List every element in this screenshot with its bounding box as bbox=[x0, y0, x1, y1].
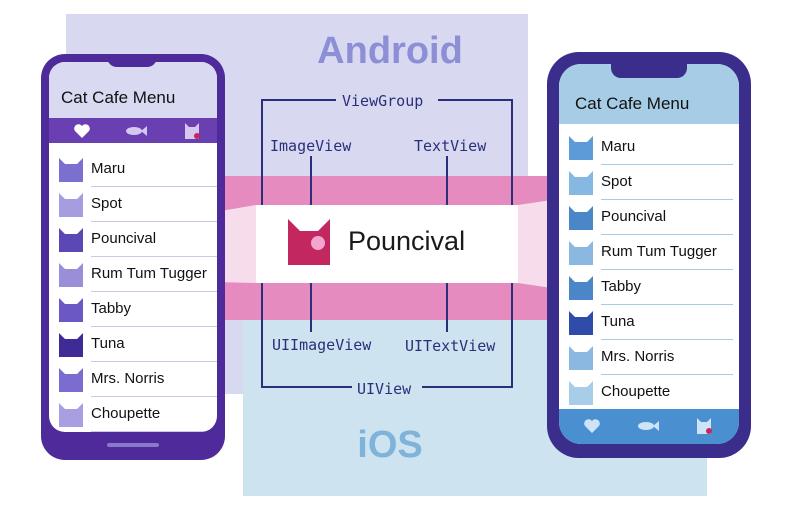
android-app-title: Cat Cafe Menu bbox=[61, 88, 176, 107]
row-divider bbox=[601, 304, 733, 305]
cat-icon bbox=[288, 219, 330, 265]
ios-label: iOS bbox=[357, 424, 423, 466]
uiview-label: UIView bbox=[357, 380, 412, 398]
android-app-bar: Cat Cafe Menu bbox=[49, 62, 217, 118]
fish-icon[interactable] bbox=[637, 417, 659, 435]
imageview-label: ImageView bbox=[270, 137, 352, 155]
cat-name: Mrs. Norris bbox=[601, 348, 675, 365]
cat-avatar-icon bbox=[569, 241, 593, 265]
list-item[interactable]: Spot bbox=[49, 187, 217, 222]
row-divider bbox=[601, 339, 733, 340]
android-home-indicator bbox=[107, 443, 159, 447]
cat-name: Tuna bbox=[91, 335, 125, 352]
cat-name: Spot bbox=[91, 195, 122, 212]
ios-notch bbox=[611, 64, 687, 78]
fish-icon[interactable] bbox=[125, 122, 147, 140]
row-divider bbox=[91, 326, 217, 327]
cat-avatar-icon bbox=[59, 158, 83, 182]
cat-name: Spot bbox=[601, 173, 632, 190]
list-item[interactable]: Pouncival bbox=[559, 200, 733, 235]
list-item[interactable]: Choupette bbox=[559, 375, 733, 410]
row-divider bbox=[91, 431, 217, 432]
cat-avatar-icon bbox=[569, 136, 593, 160]
heart-icon[interactable] bbox=[73, 122, 91, 140]
cat-avatar-icon bbox=[59, 403, 83, 427]
cat-avatar-icon bbox=[59, 333, 83, 357]
list-item[interactable]: Pouncival bbox=[49, 222, 217, 257]
cat-avatar-icon bbox=[569, 206, 593, 230]
cat-avatar-icon bbox=[59, 298, 83, 322]
cat-name: Pouncival bbox=[601, 208, 667, 225]
row-divider bbox=[91, 256, 217, 257]
row-divider bbox=[601, 164, 733, 165]
cat-icon[interactable] bbox=[695, 417, 713, 435]
cat-avatar-icon bbox=[59, 368, 83, 392]
list-item[interactable]: Mrs. Norris bbox=[559, 340, 733, 375]
cat-avatar-icon bbox=[59, 193, 83, 217]
list-item[interactable]: Mrs. Norris bbox=[49, 362, 217, 397]
cat-name: Tabby bbox=[601, 278, 642, 295]
list-item[interactable]: Maru bbox=[559, 130, 733, 165]
cat-name: Rum Tum Tugger bbox=[91, 265, 207, 282]
cat-icon[interactable] bbox=[183, 122, 201, 140]
cat-name: Maru bbox=[91, 160, 126, 177]
android-label: Android bbox=[317, 30, 463, 72]
row-divider bbox=[91, 291, 217, 292]
cat-avatar-icon bbox=[569, 346, 593, 370]
textview-label: TextView bbox=[414, 137, 487, 155]
heart-icon[interactable] bbox=[583, 417, 601, 435]
center-cat-name: Pouncival bbox=[348, 226, 466, 256]
cat-name: Rum Tum Tugger bbox=[601, 243, 717, 260]
row-divider bbox=[601, 374, 733, 375]
cat-name: Maru bbox=[601, 138, 636, 155]
list-item[interactable]: Choupette bbox=[49, 397, 217, 432]
cat-name: Tabby bbox=[91, 300, 132, 317]
list-item[interactable]: Tuna bbox=[49, 327, 217, 362]
row-divider bbox=[91, 186, 217, 187]
viewgroup-label: ViewGroup bbox=[342, 92, 424, 110]
cat-avatar-icon bbox=[59, 228, 83, 252]
list-item[interactable]: Spot bbox=[559, 165, 733, 200]
cat-name: Choupette bbox=[601, 383, 671, 400]
uitextview-label: UITextView bbox=[405, 337, 496, 355]
cat-avatar-icon bbox=[569, 276, 593, 300]
row-divider bbox=[91, 361, 217, 362]
list-item[interactable]: Tabby bbox=[559, 270, 733, 305]
cat-name: Tuna bbox=[601, 313, 635, 330]
row-divider bbox=[91, 221, 217, 222]
cat-avatar-icon bbox=[569, 311, 593, 335]
cat-name: Mrs. Norris bbox=[91, 370, 165, 387]
cat-name: Choupette bbox=[91, 405, 161, 422]
cat-avatar-icon bbox=[569, 381, 593, 405]
ios-app-title: Cat Cafe Menu bbox=[575, 94, 690, 113]
list-item[interactable]: Rum Tum Tugger bbox=[559, 235, 733, 270]
center-row-card bbox=[256, 205, 518, 283]
android-speaker-notch bbox=[107, 57, 157, 67]
list-item[interactable]: Maru bbox=[49, 152, 217, 187]
cat-avatar-icon bbox=[59, 263, 83, 287]
ios-nav-bar: Cat Cafe Menu bbox=[559, 64, 739, 124]
list-item[interactable]: Tuna bbox=[559, 305, 733, 340]
list-item[interactable]: Tabby bbox=[49, 292, 217, 327]
row-divider bbox=[91, 396, 217, 397]
row-divider bbox=[601, 269, 733, 270]
row-divider bbox=[601, 199, 733, 200]
list-item[interactable]: Rum Tum Tugger bbox=[49, 257, 217, 292]
cat-name: Pouncival bbox=[91, 230, 157, 247]
row-divider bbox=[601, 234, 733, 235]
android-tab-bar bbox=[49, 118, 217, 143]
uiimageview-label: UIImageView bbox=[272, 336, 372, 354]
cat-avatar-icon bbox=[569, 171, 593, 195]
ios-tab-bar bbox=[559, 409, 739, 444]
